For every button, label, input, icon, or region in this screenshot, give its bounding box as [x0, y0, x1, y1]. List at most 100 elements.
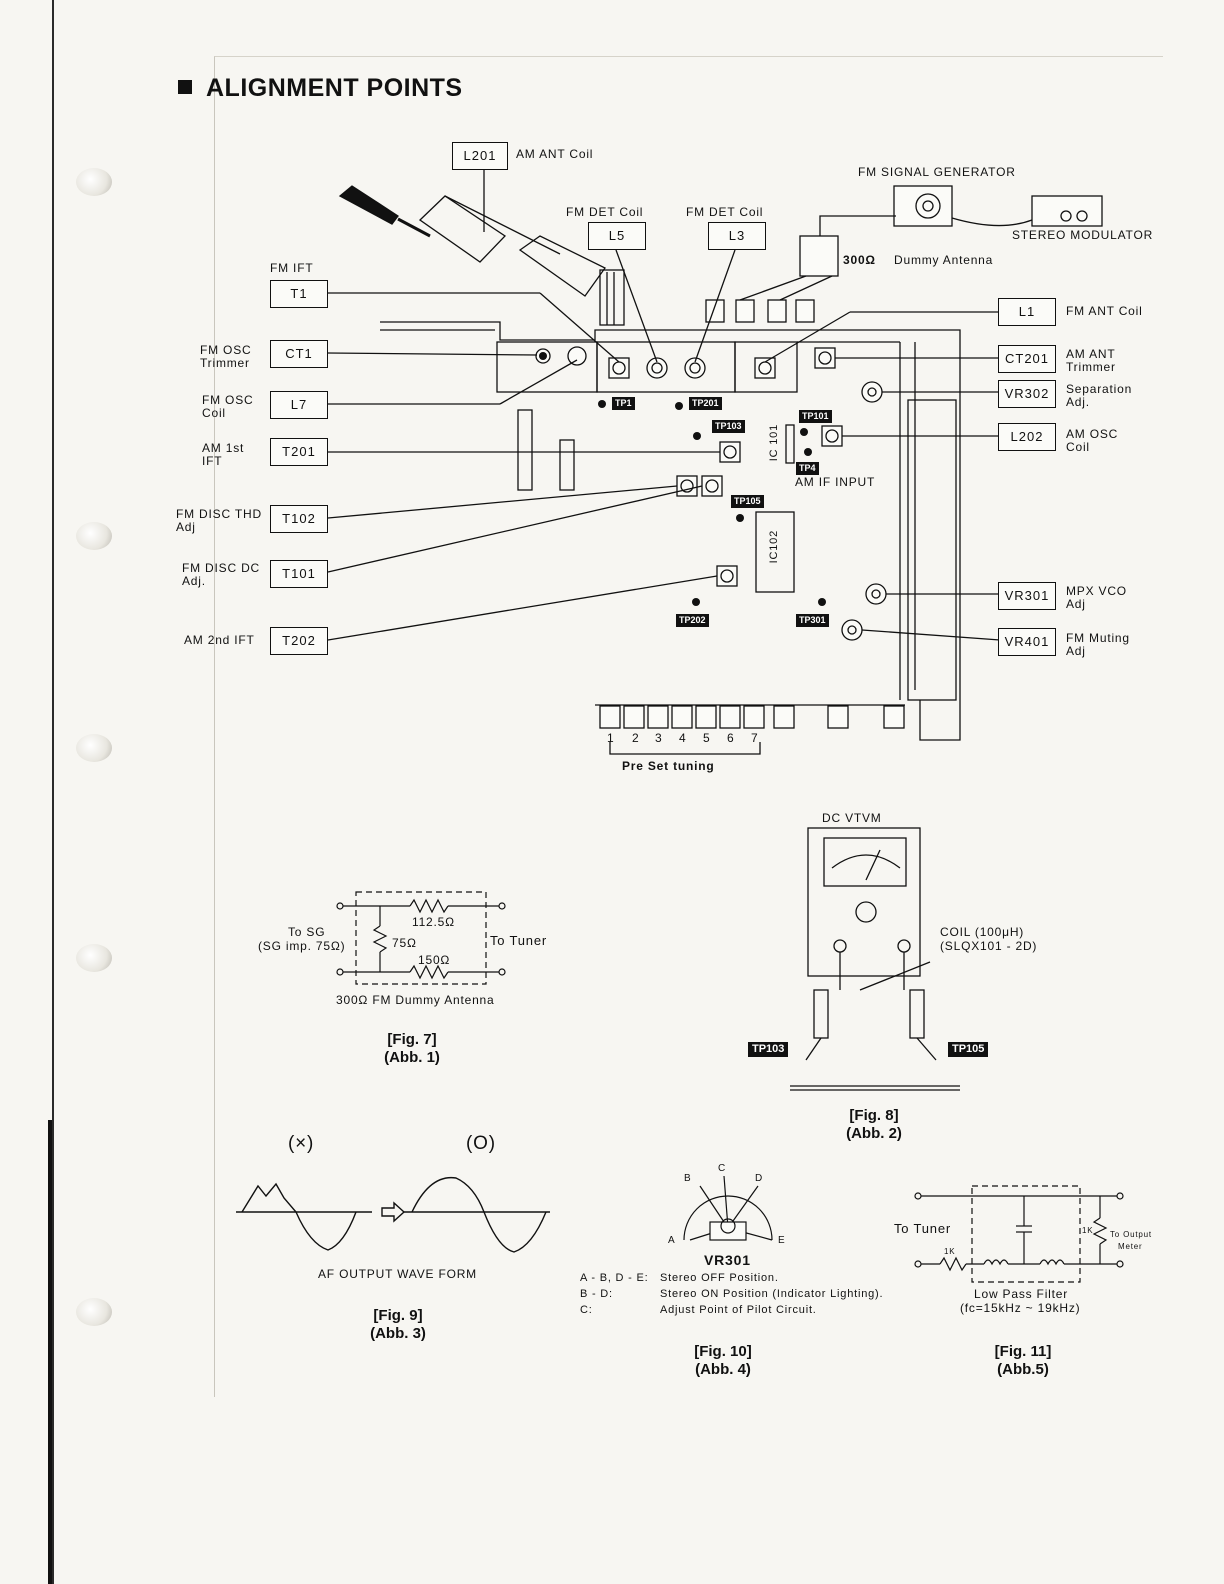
component-box-ct201: CT201: [998, 345, 1056, 373]
page-title: ALIGNMENT POINTS: [178, 74, 463, 103]
component-box-t101: T101: [270, 560, 328, 588]
fig11-r1: 1K: [944, 1247, 956, 1256]
component-box-l7: L7: [270, 391, 328, 419]
fig10-legend-text: Adjust Point of Pilot Circuit.: [660, 1304, 817, 1316]
stereo-modulator-label: STEREO MODULATOR: [1012, 228, 1154, 242]
fig10-point-a: A: [668, 1235, 676, 1246]
fig7-r3: 150Ω: [418, 953, 451, 967]
fig7-r1: 112.5Ω: [412, 915, 455, 929]
component-box-t201: T201: [270, 438, 328, 466]
test-point-tp1: TP1: [612, 397, 635, 410]
punch-hole: [76, 944, 112, 972]
fm-signal-generator-label: FM SIGNAL GENERATOR: [858, 165, 1016, 179]
fig11-abb: (Abb.5): [997, 1361, 1049, 1378]
fig10-legend-text: Stereo ON Position (Indicator Lighting).: [660, 1288, 884, 1300]
fig8-tp103: TP103: [748, 1042, 789, 1057]
punch-hole: [76, 1298, 112, 1326]
fig8-tp105: TP105: [948, 1042, 989, 1057]
component-box-l3: L3: [708, 222, 766, 250]
fig10-legend-key: A - B, D - E:: [580, 1272, 649, 1284]
component-box-t102: T102: [270, 505, 328, 533]
fig10-legend-key: C:: [580, 1304, 593, 1316]
fig11-number: [Fig. 11]: [994, 1343, 1052, 1360]
dummy-ohm: 300Ω: [843, 253, 876, 267]
preset-number: 1: [607, 731, 615, 745]
fm-disc-dc-label: FM DISC DC Adj.: [182, 561, 260, 588]
fig10-point-c: C: [718, 1163, 727, 1174]
fig10-point-e: E: [778, 1235, 786, 1246]
component-box-vr401: VR401: [998, 628, 1056, 656]
l5-desc: FM DET Coil: [566, 205, 644, 219]
bleed-through-frame: [214, 56, 1163, 1397]
fig7-to-sg: To SG: [288, 925, 326, 939]
fig8-coil-part: (SLQX101 - 2D): [940, 939, 1038, 953]
component-box-vr302: VR302: [998, 380, 1056, 408]
fig10-abb: (Abb. 4): [695, 1361, 751, 1378]
fig9-number: [Fig. 9]: [373, 1307, 423, 1324]
component-box-l5: L5: [588, 222, 646, 250]
am-if-input-label: AM IF INPUT: [795, 475, 876, 489]
punch-hole: [76, 522, 112, 550]
fig8-coil: COIL (100μH): [940, 925, 1025, 939]
fig11-meter: Meter: [1118, 1242, 1143, 1251]
fm-osc-coil-label: FM OSC Coil: [202, 393, 254, 420]
preset-number: 5: [703, 731, 711, 745]
test-point-tp103: TP103: [712, 420, 745, 433]
vr301-desc: MPX VCO Adj: [1066, 584, 1127, 611]
fm-osc-trimmer-label: FM OSC Trimmer: [200, 343, 252, 370]
l202-desc: AM OSC Coil: [1066, 427, 1119, 454]
punch-hole: [76, 734, 112, 762]
fig7-abb: (Abb. 1): [384, 1049, 440, 1066]
fig11-caption: Low Pass Filter: [974, 1287, 1069, 1301]
fig9-abb: (Abb. 3): [370, 1325, 426, 1342]
ct201-desc: AM ANT Trimmer: [1066, 347, 1116, 374]
fig11-to-tuner: To Tuner: [894, 1221, 951, 1236]
page-binding-shadow: [48, 1120, 52, 1584]
fig9-bad-mark: (×): [288, 1133, 315, 1154]
test-point-tp201: TP201: [689, 397, 722, 410]
preset-number: 7: [751, 731, 759, 745]
bullet-square-icon: [178, 80, 192, 94]
fig11-range: (fc=15kHz ~ 19kHz): [960, 1301, 1081, 1315]
component-box-ct1: CT1: [270, 340, 328, 368]
page-binding-edge: [52, 0, 54, 1584]
component-box-l1: L1: [998, 298, 1056, 326]
fig7-number: [Fig. 7]: [387, 1031, 437, 1048]
am-2nd-ift-label: AM 2nd IFT: [184, 633, 255, 647]
fig11-r2: 1K: [1082, 1226, 1094, 1235]
test-point-tp4: TP4: [796, 462, 819, 475]
fm-disc-thd-label: FM DISC THD Adj: [176, 507, 262, 534]
fig7-caption: 300Ω FM Dummy Antenna: [336, 993, 495, 1007]
punch-hole: [76, 168, 112, 196]
l3-desc: FM DET Coil: [686, 205, 764, 219]
fm-ift-label: FM IFT: [270, 261, 314, 275]
am-1st-ift-label: AM 1st IFT: [202, 441, 245, 468]
fig10-point-d: D: [755, 1173, 764, 1184]
dummy-antenna-label: Dummy Antenna: [894, 253, 994, 267]
fig9-caption: AF OUTPUT WAVE FORM: [318, 1267, 477, 1281]
fig11-to-output: To Output: [1110, 1230, 1152, 1239]
component-box-l202: L202: [998, 423, 1056, 451]
fig8-number: [Fig. 8]: [849, 1107, 899, 1124]
preset-number: 2: [632, 731, 640, 745]
vr401-desc: FM Muting Adj: [1066, 631, 1130, 658]
fig7-to-tuner: To Tuner: [490, 933, 547, 948]
component-box-vr301: VR301: [998, 582, 1056, 610]
l1-desc: FM ANT Coil: [1066, 304, 1143, 318]
fig10-legend-text: Stereo OFF Position.: [660, 1272, 779, 1284]
test-point-tp105: TP105: [731, 495, 764, 508]
component-box-t202: T202: [270, 627, 328, 655]
l201-label: AM ANT Coil: [516, 147, 594, 161]
fig10-point-b: B: [684, 1173, 692, 1184]
component-box-t1: T1: [270, 280, 328, 308]
component-box-l201: L201: [452, 142, 508, 170]
fig8-dc-vtvm: DC VTVM: [822, 811, 882, 825]
fig10-number: [Fig. 10]: [694, 1343, 752, 1360]
preset-number: 3: [655, 731, 663, 745]
